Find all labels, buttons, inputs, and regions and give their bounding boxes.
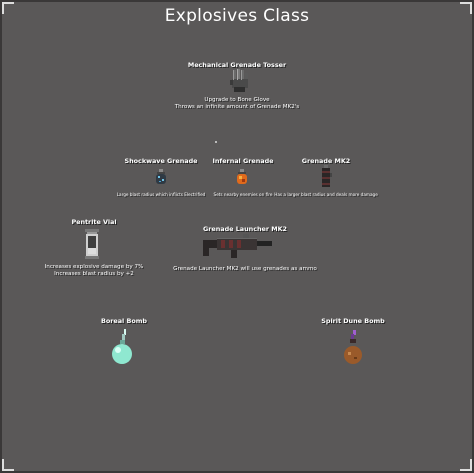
tosser-desc-2: Throws an infinite amount of Grenade MK2… [174,104,300,110]
mechanical-glove-icon[interactable] [229,68,251,94]
launcher-name: Grenade Launcher MK2 [202,225,288,233]
boreal-name: Boreal Bomb [101,317,147,325]
vial-desc-2: Increases blast radius by +2 [54,271,134,277]
launcher-desc: Grenade Launcher MK2 will use grenades a… [173,266,317,272]
grenade-launcher-icon[interactable] [203,232,273,260]
connector-dot [215,141,217,143]
corner-top-left [2,2,14,14]
infernal-name: Infernal Grenade [212,157,274,165]
boreal-bomb-icon[interactable] [110,328,134,366]
shockwave-desc: Large blast radius which inflicts Electr… [116,192,206,197]
spirit-dune-bomb-icon[interactable] [341,328,365,366]
pentrite-vial-icon[interactable] [82,228,102,260]
grenade-mk2-icon[interactable] [319,165,333,189]
mk2-desc: Has a larger blast radius and deals more… [274,192,378,197]
infernal-grenade-icon[interactable] [235,168,249,186]
page-title: Explosives Class [164,6,310,26]
mk2-name: Grenade MK2 [301,157,351,165]
corner-top-right [460,2,472,14]
shockwave-name: Shockwave Grenade [124,157,198,165]
tosser-name: Mechanical Grenade Tosser [187,61,287,69]
infernal-desc: Sets nearby enemies on fire [213,192,273,197]
corner-bottom-right [460,459,472,471]
vial-desc-1: Increases explosive damage by 7% [44,264,144,270]
tosser-desc-1: Upgrade to Bone Glove [204,97,270,103]
spirit-name: Spirit Dune Bomb [321,317,385,325]
vial-name: Pentrite Vial [71,218,117,226]
corner-bottom-left [2,459,14,471]
shockwave-grenade-icon[interactable] [154,168,168,186]
